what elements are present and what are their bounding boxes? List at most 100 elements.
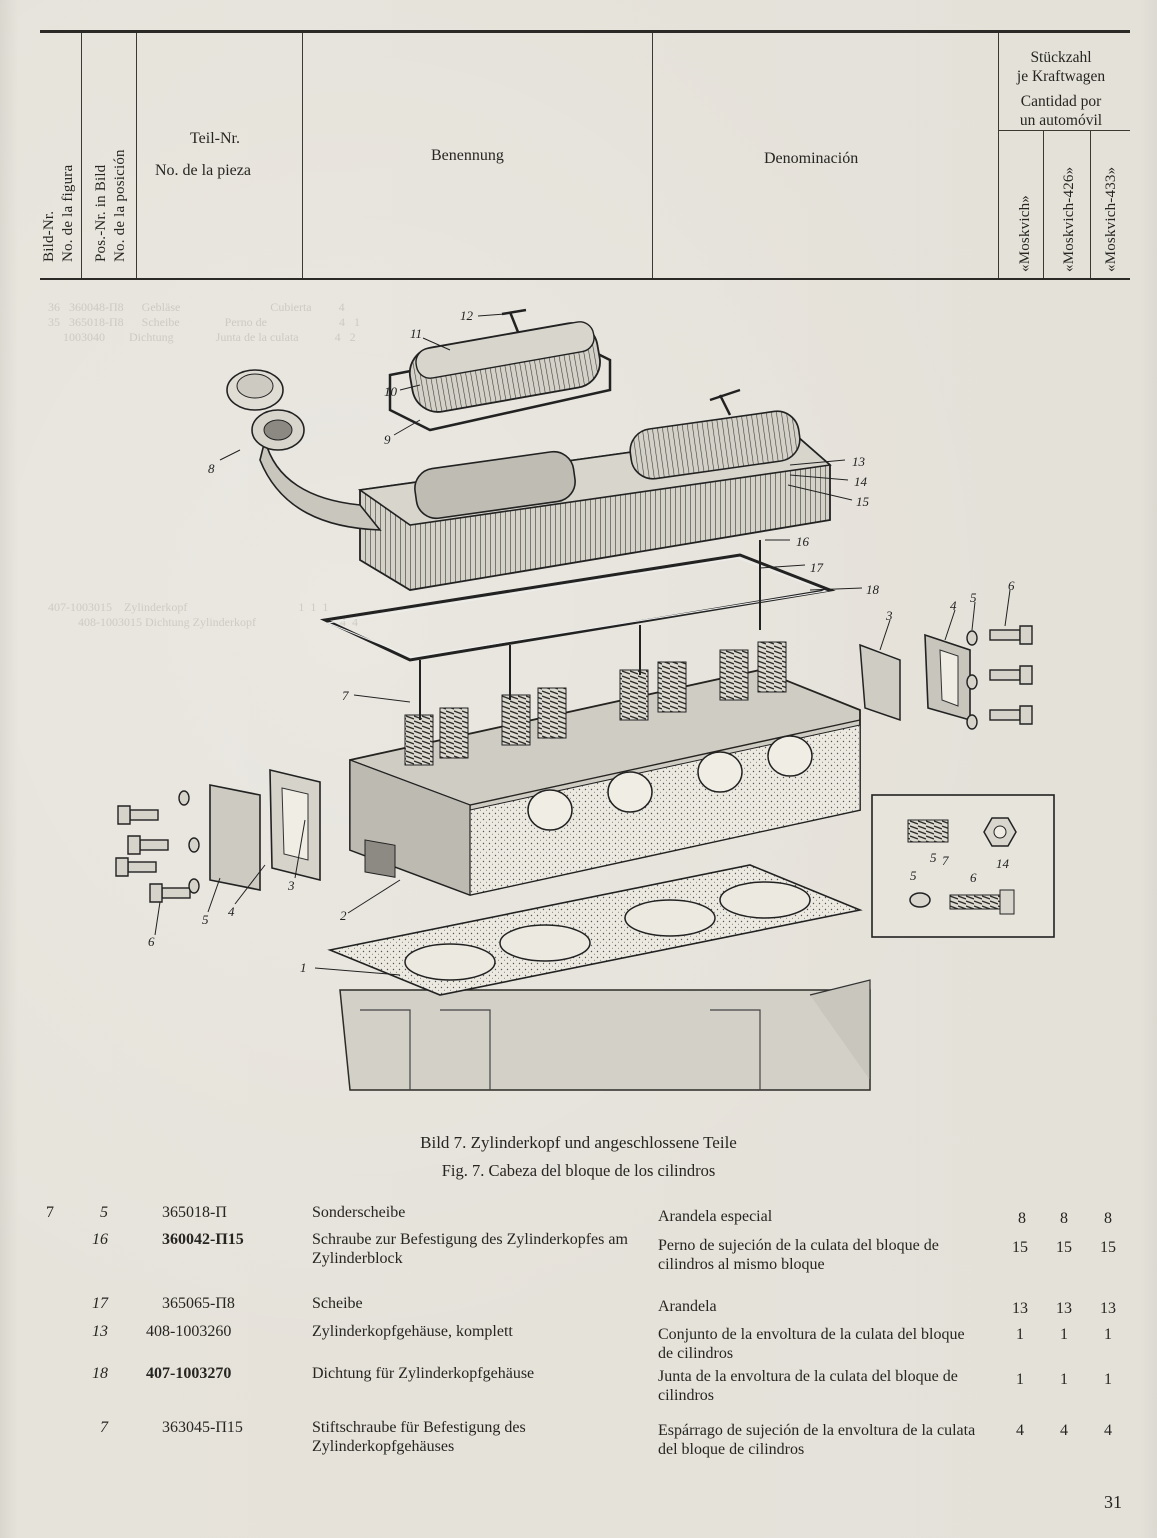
col-designation-es: Denominación	[764, 150, 859, 167]
col-fig-de: Bild-Nr.	[41, 210, 57, 262]
cylinder-head-cover	[357, 410, 832, 591]
page-number: 31	[1104, 1492, 1122, 1512]
oil-filler-tube	[226, 369, 382, 531]
row-part-no: 363045-П15	[162, 1419, 243, 1436]
col-fig-es: No. de la figura	[60, 164, 76, 262]
row-qty-moskvich: 8	[1018, 1210, 1026, 1227]
col-part-es: No. de la pieza	[155, 162, 251, 179]
row-pos-no: 16	[92, 1231, 108, 1248]
callout-inset-14: 14	[996, 856, 1010, 871]
row-qty-433: 8	[1104, 1210, 1112, 1227]
row-qty-433: 15	[1100, 1239, 1116, 1256]
leader-lines	[154, 313, 1011, 976]
callout-9: 9	[384, 432, 391, 447]
row-qty-433: 4	[1104, 1422, 1112, 1439]
cylinder-head	[349, 669, 861, 896]
callout-16: 16	[796, 534, 810, 549]
row-name-es: Arandela	[658, 1298, 717, 1315]
row-part-no: 365065-П8	[162, 1295, 235, 1312]
side-cover-right	[859, 633, 971, 722]
model-moskvich: «Moskvich»	[1017, 195, 1033, 272]
row-qty-433: 1	[1104, 1371, 1112, 1388]
row-qty-433: 13	[1100, 1300, 1116, 1317]
row-name-de: Schraube zur Befestigung des Zylinderkop…	[312, 1231, 628, 1267]
quantity-header: Stückzahl je Kraftwagen Cantidad por un …	[992, 48, 1130, 130]
row-qty-433: 1	[1104, 1326, 1112, 1343]
callout-inset-5-top: 5	[930, 850, 937, 865]
row-fig-no: 7	[46, 1204, 54, 1221]
row-name-es: Conjunto de la envoltura de la culata de…	[658, 1326, 965, 1362]
row-qty-426: 13	[1056, 1300, 1072, 1317]
bleed-through-texture: 36 360048-П8 Gebläse Cubierta 4 35 36501…	[48, 300, 360, 344]
header-bottom-rule	[40, 278, 1130, 280]
row-name-es: Perno de sujeción de la culata del bloqu…	[658, 1237, 939, 1273]
row-qty-426: 4	[1060, 1422, 1068, 1439]
callout-14: 14	[854, 474, 868, 489]
row-name-de: Zylinderkopfgehäuse, komplett	[312, 1323, 513, 1340]
col-pos-de: Pos.-Nr. in Bild	[93, 164, 109, 262]
column-divider	[302, 33, 303, 278]
callout-11: 11	[410, 326, 422, 341]
callout-10: 10	[384, 384, 398, 399]
header-top-rule	[40, 30, 1130, 33]
table-header: Bild-Nr. No. de la figura Pos.-Nr. in Bi…	[40, 30, 1130, 280]
callout-8: 8	[208, 461, 215, 476]
callout-4b: 4	[950, 598, 957, 613]
valve-springs	[404, 641, 787, 766]
quantity-header-rule	[998, 130, 1130, 131]
callout-15: 15	[856, 494, 870, 509]
column-divider	[652, 33, 653, 278]
exploded-view-figure: 1 2 3 4 5 6 7 8 9 10 11 12 13 14 15 16 1…	[110, 290, 1070, 1100]
callout-17: 17	[810, 560, 824, 575]
column-divider	[1043, 130, 1044, 278]
row-qty-moskvich: 15	[1012, 1239, 1028, 1256]
callout-13: 13	[852, 454, 866, 469]
callout-2: 2	[340, 908, 347, 923]
qty-title-es-1: Cantidad por	[1020, 93, 1102, 110]
row-name-de: Scheibe	[312, 1295, 363, 1312]
valve-cover-left	[388, 308, 612, 432]
row-pos-no: 18	[92, 1365, 108, 1382]
callout-inset-5: 5	[910, 868, 917, 883]
callout-5b: 5	[970, 590, 977, 605]
model-moskvich-426: «Moskvich-426»	[1061, 166, 1077, 272]
callout-18: 18	[866, 582, 880, 597]
engine-block	[339, 979, 871, 1091]
row-name-de: Stiftschraube für Befestigung des Zylind…	[312, 1419, 526, 1455]
row-qty-426: 8	[1060, 1210, 1068, 1227]
qty-title-es-2: un automóvil	[1019, 112, 1103, 129]
model-moskvich-433: «Moskvich-433»	[1103, 166, 1119, 272]
callout-inset-7: 7	[942, 853, 949, 868]
row-qty-426: 1	[1060, 1326, 1068, 1343]
row-pos-no: 17	[92, 1295, 108, 1312]
col-pos-es: No. de la posición	[112, 149, 128, 262]
callout-inset-6: 6	[970, 870, 977, 885]
row-part-no: 360042-П15	[162, 1231, 244, 1248]
callout-3: 3	[287, 878, 295, 893]
row-part-no: 407-1003270	[146, 1365, 232, 1382]
row-qty-moskvich: 4	[1016, 1422, 1024, 1439]
bolts-left	[115, 790, 200, 903]
qty-title-de-2: je Kraftwagen	[1016, 68, 1106, 85]
column-divider	[81, 33, 82, 278]
column-divider	[136, 33, 137, 278]
row-qty-moskvich: 13	[1012, 1300, 1028, 1317]
side-cover-left	[209, 768, 321, 891]
row-qty-426: 15	[1056, 1239, 1072, 1256]
callout-6: 6	[148, 934, 155, 949]
callout-5: 5	[202, 912, 209, 927]
row-pos-no: 7	[100, 1419, 108, 1436]
figure-caption-de: Bild 7. Zylinderkopf und angeschlossene …	[420, 1133, 737, 1152]
row-name-es: Arandela especial	[658, 1208, 773, 1225]
callout-12: 12	[460, 308, 474, 323]
row-qty-426: 1	[1060, 1371, 1068, 1388]
row-part-no: 408-1003260	[146, 1323, 232, 1340]
studs	[419, 540, 761, 720]
qty-title-de-1: Stückzahl	[1030, 49, 1092, 66]
col-part-de: Teil-Nr.	[190, 130, 240, 147]
row-pos-no: 5	[100, 1204, 108, 1221]
row-name-es: Junta de la envoltura de la culata del b…	[658, 1368, 958, 1404]
cover-gasket	[319, 553, 836, 662]
detail-inset	[871, 794, 1055, 938]
head-gasket	[327, 864, 863, 996]
